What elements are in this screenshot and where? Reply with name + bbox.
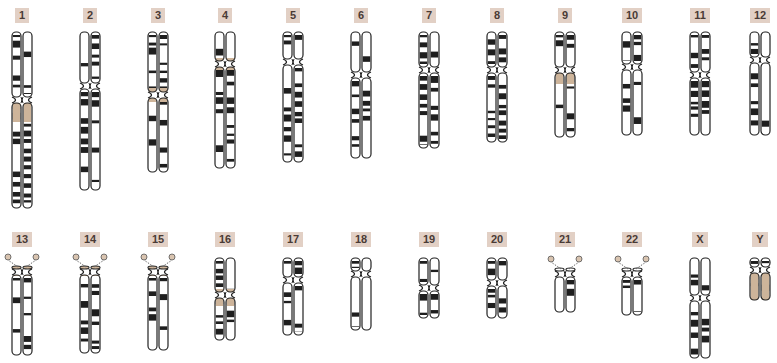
chromosome-label: 6 (358, 9, 364, 21)
chromosome-label: 13 (16, 233, 28, 245)
chromosome-number: 11 (690, 8, 710, 23)
chromosome-label: 7 (426, 9, 432, 21)
chromosome-number: 16 (215, 232, 235, 247)
chromosome (283, 32, 303, 162)
chromosome-label: 15 (152, 233, 164, 245)
chromosome-label: 18 (355, 233, 367, 245)
chromosome-label: X (696, 233, 703, 245)
chromosome (215, 258, 235, 340)
chromosome (555, 32, 575, 137)
chromosome-number: 18 (351, 232, 371, 247)
chromosome (690, 258, 710, 358)
chromosome-label: 20 (491, 233, 503, 245)
chromosome-number: X (692, 232, 707, 247)
chromosome-number: 13 (12, 232, 32, 247)
chromosome (141, 254, 175, 350)
chromosome (351, 258, 371, 330)
chromosome-label: 16 (219, 233, 231, 245)
chromosome-number: 17 (283, 232, 303, 247)
chromosome-number: 7 (422, 8, 436, 23)
chromosome-number: 2 (83, 8, 97, 23)
chromosome-label: 19 (423, 233, 435, 245)
chromosome-number: 15 (148, 232, 168, 247)
chromosome-number: 21 (555, 232, 575, 247)
chromosome (351, 32, 371, 158)
chromosome-number: 3 (151, 8, 165, 23)
chromosome (487, 32, 507, 142)
chromosome (12, 32, 32, 208)
chromosome (5, 254, 39, 355)
chromosome (73, 254, 107, 353)
chromosome-label: 14 (84, 233, 96, 245)
chromosome-number: Y (752, 232, 767, 247)
chromosome-label: 17 (287, 233, 299, 245)
chromosome-number: 22 (622, 232, 642, 247)
chromosome-number: 19 (419, 232, 439, 247)
chromosome (750, 32, 770, 135)
chromosome (487, 258, 507, 318)
chromosome-number: 20 (487, 232, 507, 247)
chromosome (148, 32, 168, 172)
chromosome-label: 22 (626, 233, 638, 245)
chromosome-number: 5 (286, 8, 300, 23)
chromosome-number: 1 (15, 8, 29, 23)
chromosome-number: 8 (490, 8, 504, 23)
chromosome-label: Y (756, 233, 763, 245)
chromosome-number: 14 (80, 232, 100, 247)
chromosome-number: 9 (558, 8, 572, 23)
chromosome (419, 32, 439, 148)
chromosome-label: 5 (290, 9, 296, 21)
chromosome-label: 9 (562, 9, 568, 21)
chromosome-label: 8 (494, 9, 500, 21)
chromosome-number: 10 (622, 8, 642, 23)
chromosome-number: 6 (354, 8, 368, 23)
chromosome (548, 256, 582, 312)
chromosome-label: 1 (19, 9, 25, 21)
chromosome (622, 32, 642, 135)
chromosome-label: 12 (754, 9, 766, 21)
chromosome (80, 32, 100, 190)
chromosome-label: 10 (626, 9, 638, 21)
chromosome (615, 256, 649, 315)
chromosome (750, 258, 770, 300)
chromosome (690, 32, 710, 135)
chromosome (283, 258, 303, 335)
chromosome-label: 21 (559, 233, 571, 245)
chromosome (215, 32, 235, 168)
chromosome-label: 3 (155, 9, 161, 21)
chromosome-number: 12 (750, 8, 770, 23)
chromosome (419, 258, 439, 318)
chromosome-label: 2 (87, 9, 93, 21)
chromosome-label: 11 (694, 9, 706, 21)
chromosome-label: 4 (222, 9, 228, 21)
chromosome-number: 4 (218, 8, 232, 23)
